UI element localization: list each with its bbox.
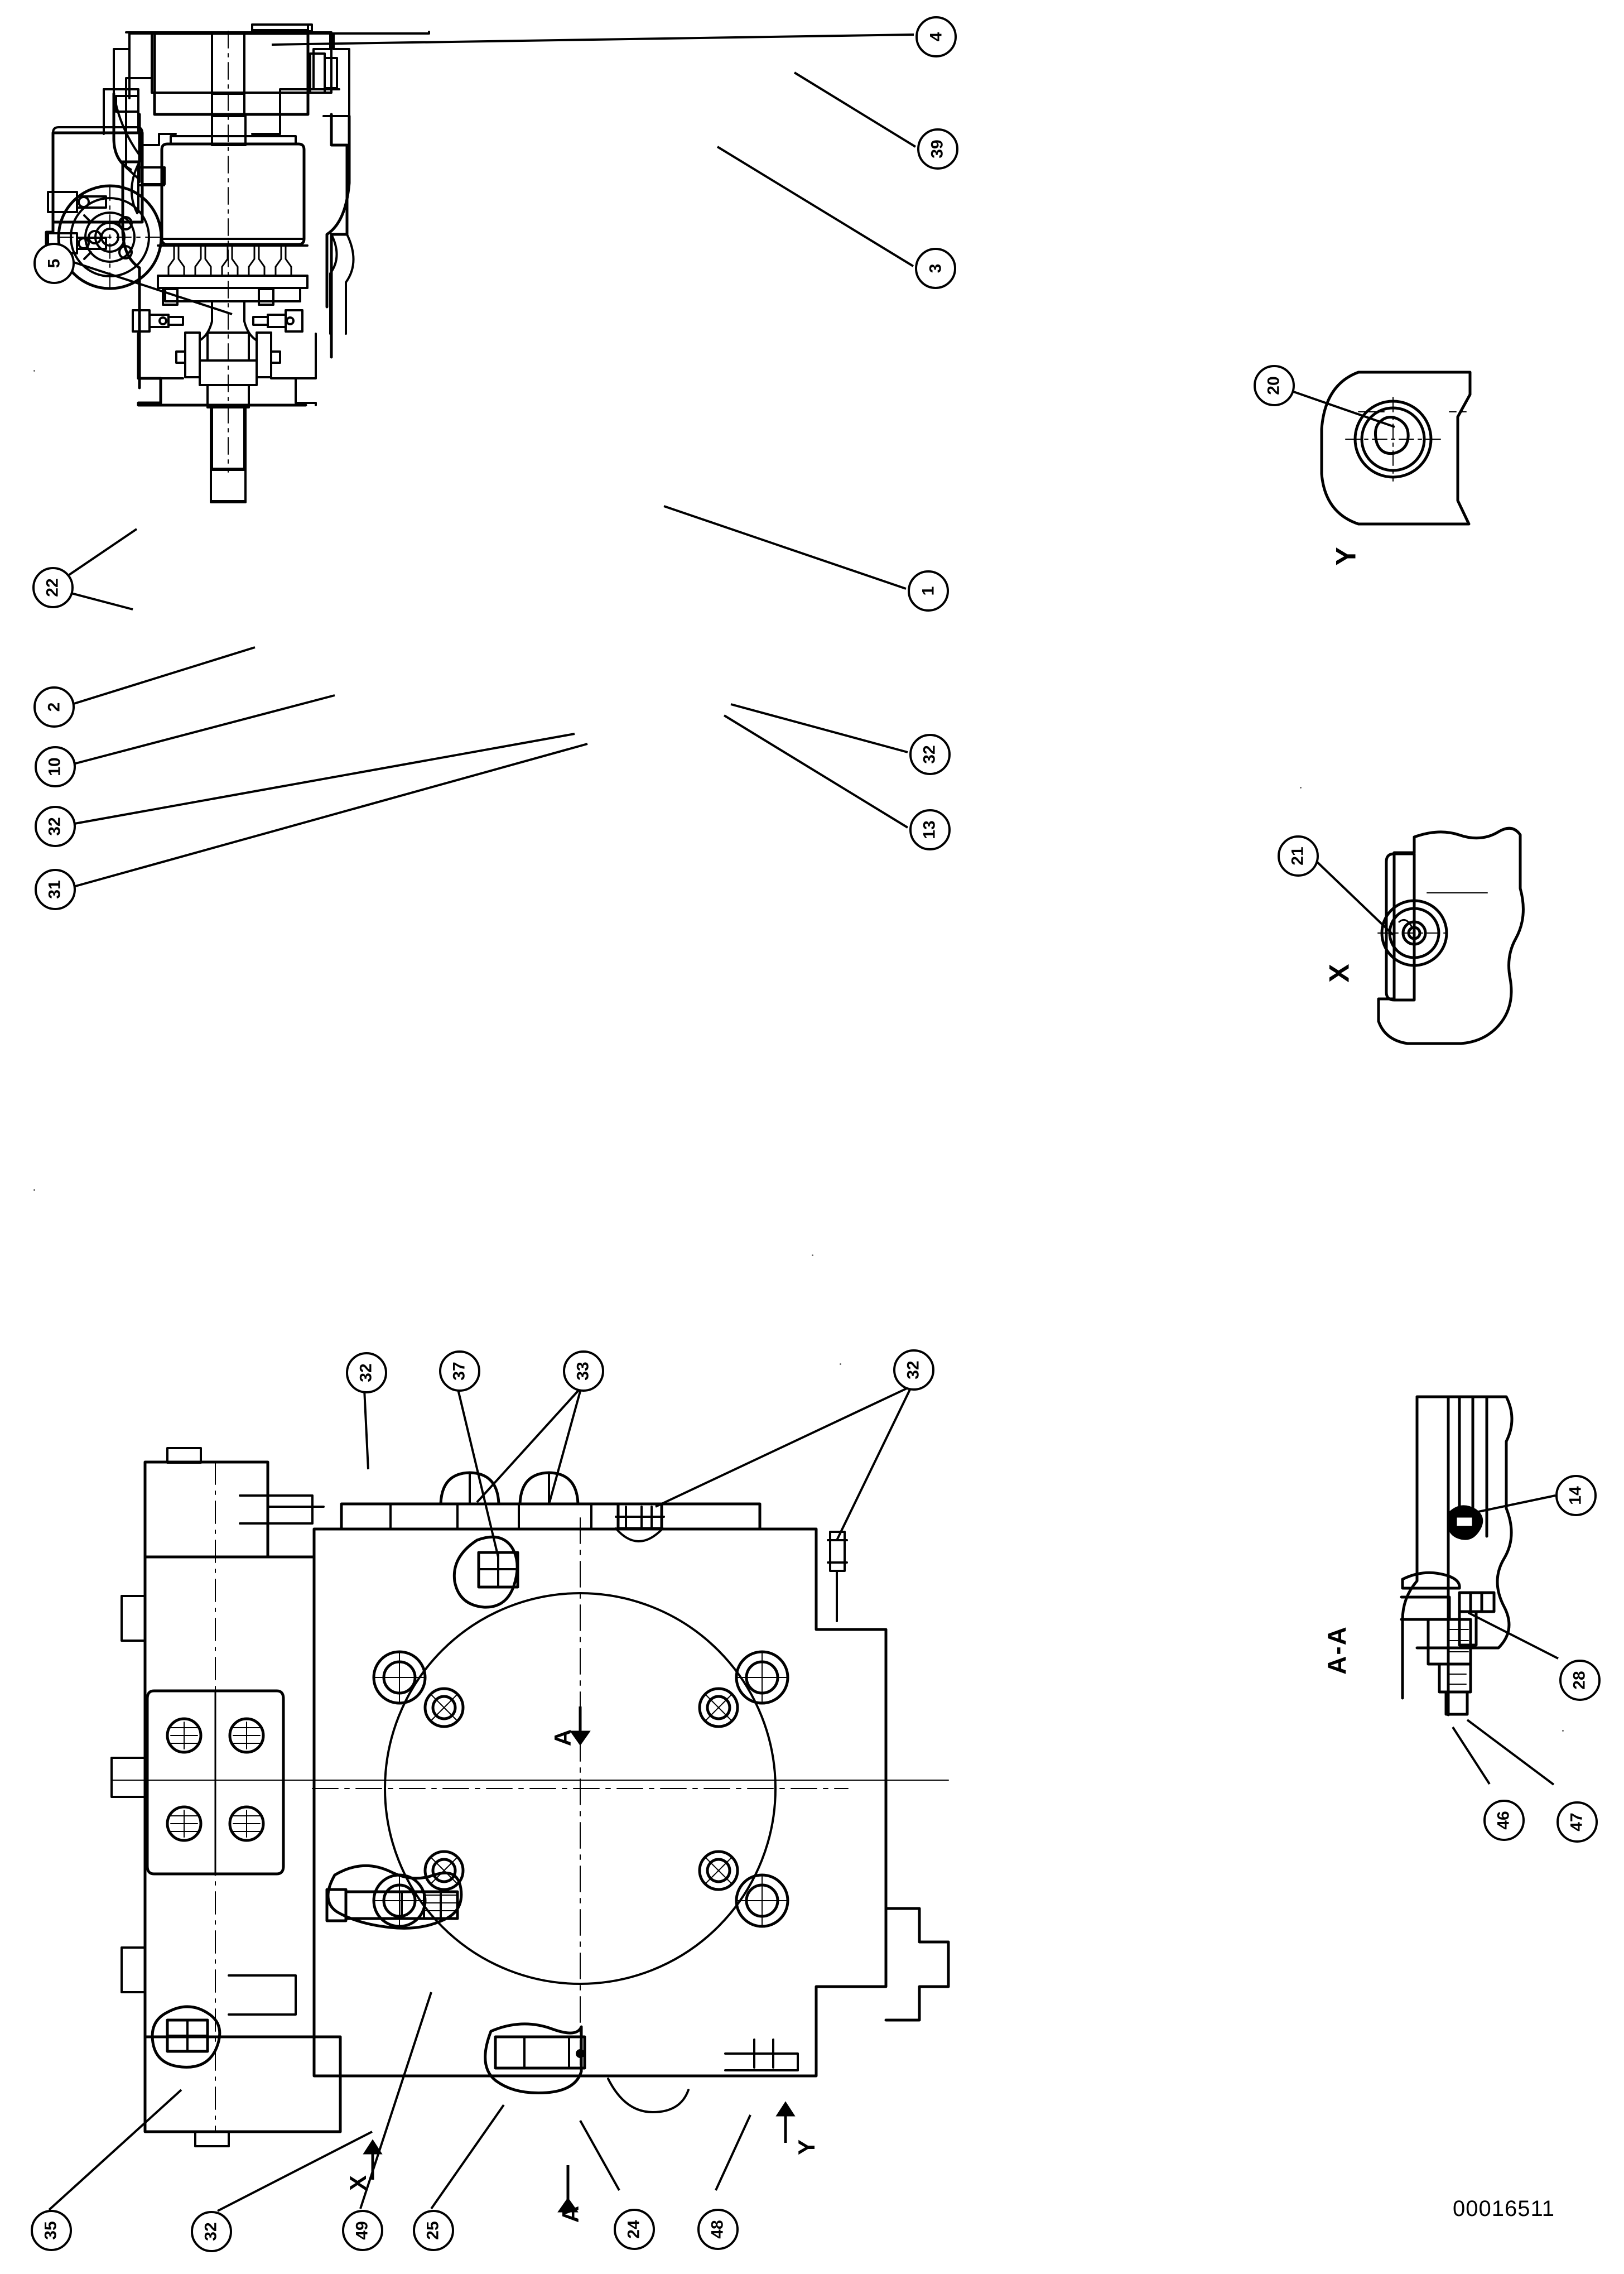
section-aa-art <box>1400 1395 1514 1717</box>
plan-arrow-a-mid-label: A <box>550 1729 576 1747</box>
plan-arrow-y-label: Y <box>793 2139 820 2156</box>
callout-10[interactable]: 10 <box>35 746 76 787</box>
bottom-plan-art <box>110 1447 950 2147</box>
detail-y-art <box>1320 371 1472 526</box>
callout-plan-32-c[interactable]: 32 <box>191 2211 232 2252</box>
callout-plan-24[interactable]: 24 <box>614 2209 655 2250</box>
callout-32-left[interactable]: 32 <box>35 806 76 847</box>
callout-plan-25[interactable]: 25 <box>413 2210 454 2251</box>
detail-x-art <box>1377 826 1525 1045</box>
main-section-body <box>45 23 430 503</box>
callout-13[interactable]: 13 <box>909 809 951 850</box>
scan-speck <box>840 1363 841 1365</box>
callout-32-right[interactable]: 32 <box>909 734 951 775</box>
callout-aa-47[interactable]: 47 <box>1556 1801 1598 1843</box>
section-aa-label: A-A <box>1322 1626 1351 1675</box>
callout-4[interactable]: 4 <box>915 16 957 57</box>
callout-21[interactable]: 21 <box>1278 835 1319 877</box>
callout-20[interactable]: 20 <box>1254 365 1295 406</box>
scan-speck <box>33 370 35 372</box>
callout-plan-35[interactable]: 35 <box>31 2210 72 2251</box>
callout-plan-37[interactable]: 37 <box>439 1350 480 1392</box>
plan-arrow-x-label: X <box>345 2175 372 2191</box>
callout-3[interactable]: 3 <box>915 248 956 289</box>
scan-speck <box>1562 1730 1564 1732</box>
drawing-number: 00016511 <box>1453 2196 1555 2221</box>
scan-speck <box>1300 787 1302 789</box>
detail-y-marker: Y <box>1330 547 1362 566</box>
plan-arrow-a-bot-label: A <box>557 2205 584 2223</box>
callout-22[interactable]: 22 <box>32 567 74 608</box>
callout-plan-49[interactable]: 49 <box>342 2210 383 2251</box>
callout-5[interactable]: 5 <box>33 243 75 284</box>
callout-1[interactable]: 1 <box>908 570 949 612</box>
callout-2[interactable]: 2 <box>33 686 75 728</box>
callout-31[interactable]: 31 <box>35 869 76 910</box>
callout-plan-33[interactable]: 33 <box>563 1350 604 1392</box>
scan-speck <box>812 1254 813 1256</box>
callout-39[interactable]: 39 <box>917 128 958 170</box>
callout-aa-28[interactable]: 28 <box>1559 1660 1601 1701</box>
callout-aa-46[interactable]: 46 <box>1483 1800 1525 1841</box>
callout-aa-14[interactable]: 14 <box>1555 1475 1597 1516</box>
detail-x-marker: X <box>1323 964 1355 983</box>
callout-plan-48[interactable]: 48 <box>697 2209 739 2250</box>
callout-plan-32-b[interactable]: 32 <box>893 1349 934 1391</box>
callout-plan-32-a[interactable]: 32 <box>346 1352 387 1393</box>
scan-speck <box>33 1189 35 1191</box>
